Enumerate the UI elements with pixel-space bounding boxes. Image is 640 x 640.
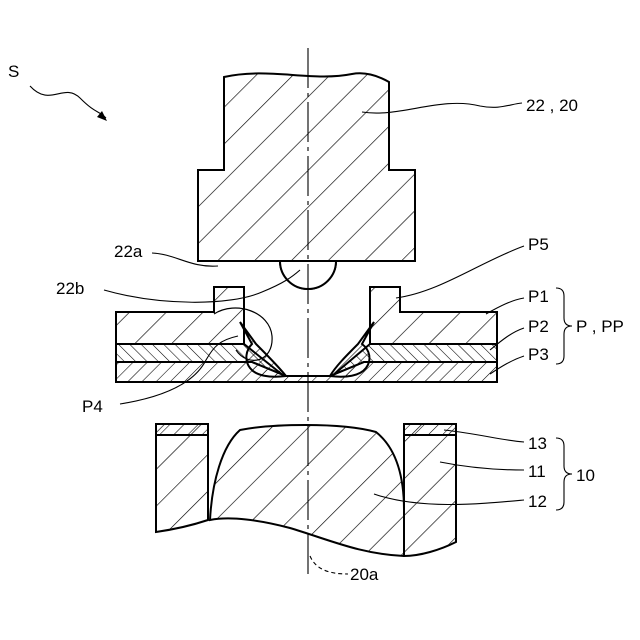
label-tool-face: 22a <box>114 242 143 261</box>
label-die-group: 10 <box>576 466 595 485</box>
die-ring-left <box>156 424 208 532</box>
brace-die <box>556 438 572 510</box>
leader-axis <box>310 556 348 574</box>
leader-tool-tip <box>104 270 300 302</box>
s-wavy-arrow <box>30 86 106 118</box>
layered-plate: P5 P1 P2 P3 P , PP P4 <box>82 235 624 416</box>
label-plate-edge: P5 <box>528 235 549 254</box>
punch-body <box>198 73 415 289</box>
punch-tool: 22 , 20 22a 22b <box>56 73 578 302</box>
die-core <box>210 425 404 556</box>
brace-plate <box>556 288 572 364</box>
label-layer-2: P2 <box>528 317 549 336</box>
plate-layer-p1-left <box>116 287 244 344</box>
label-die-ring: 11 <box>528 462 546 481</box>
plate-layer-p1-right <box>370 287 497 344</box>
label-die-ring-top: 13 <box>528 434 547 453</box>
plate-layer-p3 <box>116 362 497 382</box>
label-fold: P4 <box>82 397 103 416</box>
reference-s: S <box>8 62 107 121</box>
label-axis: 20a <box>350 565 379 584</box>
label-tool-tip: 22b <box>56 279 84 298</box>
label-tool: 22 , 20 <box>526 96 578 115</box>
die-ring-top-right <box>404 424 456 435</box>
die-ring-right <box>404 424 456 556</box>
label-s: S <box>8 62 19 81</box>
label-layer-3: P3 <box>528 345 549 364</box>
die: 13 11 10 12 <box>156 424 595 556</box>
die-ring-top-left <box>156 424 208 435</box>
label-layer-1: P1 <box>528 287 549 306</box>
label-die-core: 12 <box>528 492 547 511</box>
label-plate-group: P , PP <box>576 317 624 336</box>
